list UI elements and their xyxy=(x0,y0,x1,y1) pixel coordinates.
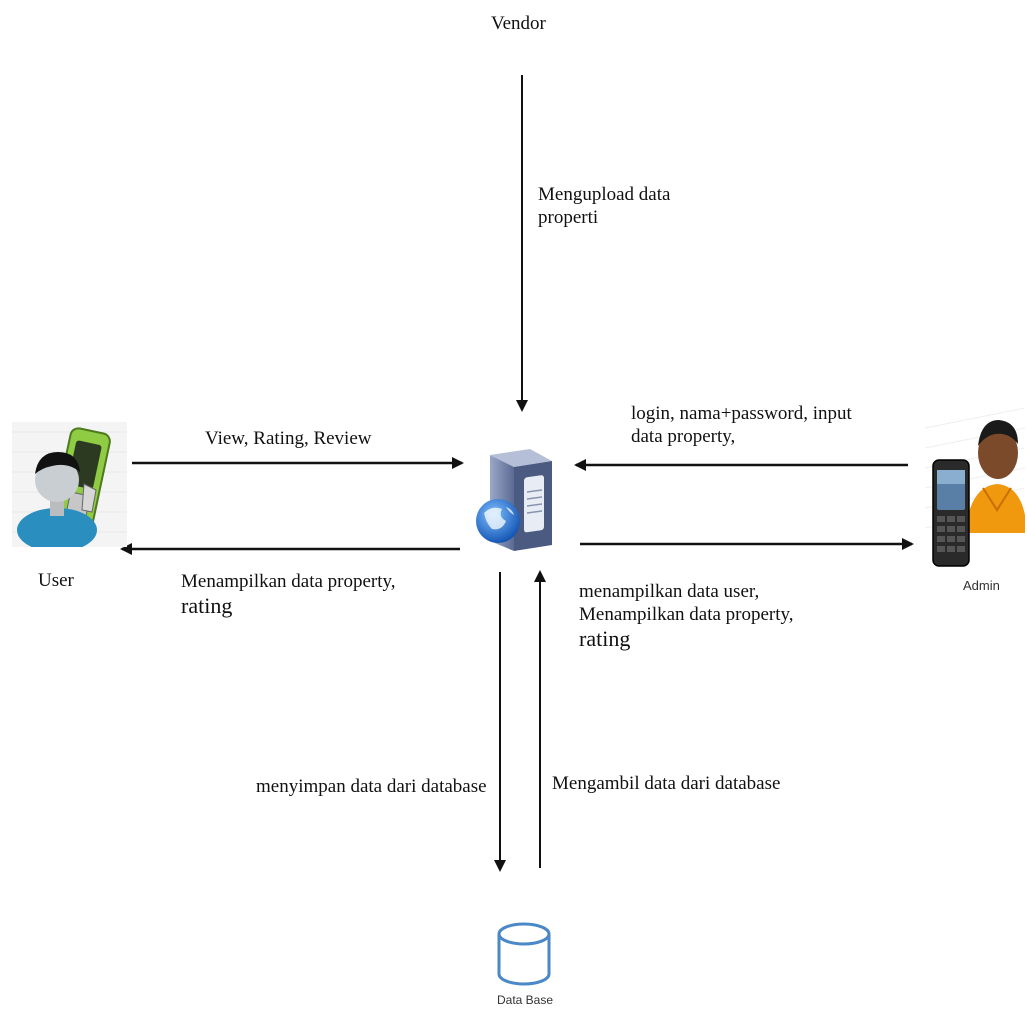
web-server-globe-icon xyxy=(476,449,552,551)
server-to-admin-line-3: rating xyxy=(579,626,631,652)
server-to-admin-line-2: Menampilkan data property, xyxy=(579,604,794,626)
user-person-phone-icon xyxy=(12,422,127,547)
vendor-label: Vendor xyxy=(491,13,546,34)
admin-label: Admin xyxy=(963,578,1000,593)
server-to-database-label: menyimpan data dari database xyxy=(256,776,487,797)
vendor-upload-line-2: properti xyxy=(538,207,599,229)
database-label: Data Base xyxy=(497,993,554,1007)
admin-to-server-line-2: data property, xyxy=(631,426,736,448)
vendor-upload-label: Mengupload data properti xyxy=(538,183,670,229)
admin-person-phone-icon xyxy=(925,408,1025,567)
admin-to-server-label: login, nama+password, input data propert… xyxy=(631,402,852,448)
vendor-upload-line-1: Mengupload data xyxy=(538,184,671,205)
server-to-user-line-1: Menampilkan data property, xyxy=(181,571,396,592)
user-view-rating-review-label: View, Rating, Review xyxy=(205,428,372,449)
server-to-admin-label: menampilkan data user, Menampilkan data … xyxy=(579,580,794,653)
database-cylinder-icon xyxy=(497,922,551,986)
server-to-admin-line-1: menampilkan data user, xyxy=(579,581,760,602)
server-to-user-label: Menampilkan data property, rating xyxy=(181,570,396,620)
user-label: User xyxy=(38,570,74,591)
server-to-user-line-2: rating xyxy=(181,593,233,619)
admin-to-server-line-1: login, nama+password, input xyxy=(631,403,852,424)
database-to-server-label: Mengambil data dari database xyxy=(552,773,781,794)
